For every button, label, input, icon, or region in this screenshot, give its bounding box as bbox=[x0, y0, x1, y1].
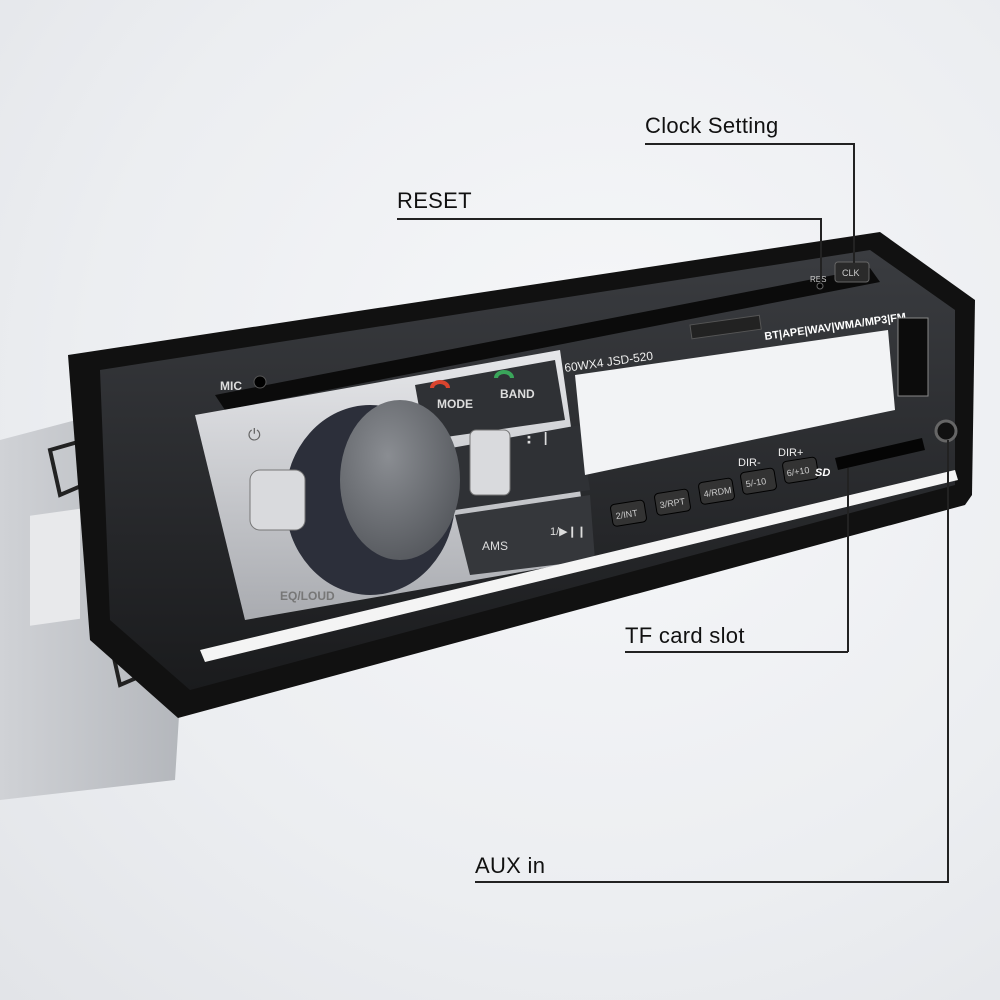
power-icon[interactable]: ⏻ bbox=[248, 427, 261, 444]
usb-port[interactable] bbox=[897, 317, 929, 397]
preset-button-6[interactable]: 6/+10 bbox=[782, 456, 819, 484]
clock-button[interactable] bbox=[834, 261, 870, 283]
chrome-strip bbox=[200, 470, 958, 662]
mic-label: MIC bbox=[220, 379, 242, 393]
callout-line bbox=[853, 143, 855, 263]
eq-loud-button[interactable]: EQ/LOUD bbox=[280, 589, 335, 603]
callout-line bbox=[645, 143, 854, 145]
seek-right-lever[interactable] bbox=[469, 429, 511, 496]
play-pause-button[interactable]: 1/▶❙❙ bbox=[550, 526, 586, 538]
reset-label: RES bbox=[810, 275, 826, 284]
callout-tf-card-slot: TF card slot bbox=[625, 623, 745, 648]
clock-button-label: CLK bbox=[842, 268, 860, 278]
callout-reset: RESET bbox=[397, 188, 472, 213]
svg-text:2/INT: 2/INT bbox=[615, 508, 639, 521]
callout-line bbox=[397, 218, 821, 220]
svg-text:4/RDM: 4/RDM bbox=[703, 485, 732, 499]
callout-line bbox=[947, 440, 949, 882]
hang-up-icon bbox=[430, 380, 450, 389]
callout-line bbox=[820, 218, 822, 282]
ir-icon: ⠆ I bbox=[525, 429, 548, 449]
callout-line bbox=[625, 651, 848, 653]
band-button[interactable]: BAND bbox=[500, 387, 535, 401]
preset-button-4[interactable]: 4/RDM bbox=[698, 477, 735, 505]
aux-jack[interactable] bbox=[934, 419, 958, 443]
seek-left-lever[interactable] bbox=[249, 469, 306, 531]
call-icon bbox=[494, 370, 514, 379]
dir-plus-label: DIR+ bbox=[778, 447, 803, 459]
ams-button[interactable]: AMS bbox=[482, 539, 508, 553]
reset-button[interactable] bbox=[816, 282, 824, 290]
callout-line bbox=[475, 881, 949, 883]
callout-clock-setting: Clock Setting bbox=[645, 113, 779, 138]
preset-button-5[interactable]: 5/-10 bbox=[740, 467, 777, 495]
tf-card-slot[interactable] bbox=[835, 438, 925, 470]
callout-line bbox=[847, 468, 849, 652]
preset-buttons: 2/INT 3/RPT 4/RDM 5/-10 6/+10 DIR- DIR+ bbox=[610, 447, 819, 527]
callout-aux-in: AUX in bbox=[475, 853, 546, 878]
preset-button-3[interactable]: 3/RPT bbox=[654, 488, 691, 516]
disc-indicator bbox=[689, 314, 762, 340]
sd-logo: SD bbox=[815, 467, 830, 479]
volume-knob[interactable] bbox=[340, 400, 460, 560]
svg-text:3/RPT: 3/RPT bbox=[659, 496, 686, 510]
mode-button[interactable]: MODE bbox=[437, 397, 473, 411]
svg-text:6/+10: 6/+10 bbox=[786, 465, 810, 478]
preset-button-2[interactable]: 2/INT bbox=[610, 499, 647, 527]
mic-hole bbox=[253, 375, 267, 389]
svg-text:5/-10: 5/-10 bbox=[745, 476, 767, 489]
dir-minus-label: DIR- bbox=[738, 457, 761, 469]
lcd-display bbox=[575, 330, 895, 475]
